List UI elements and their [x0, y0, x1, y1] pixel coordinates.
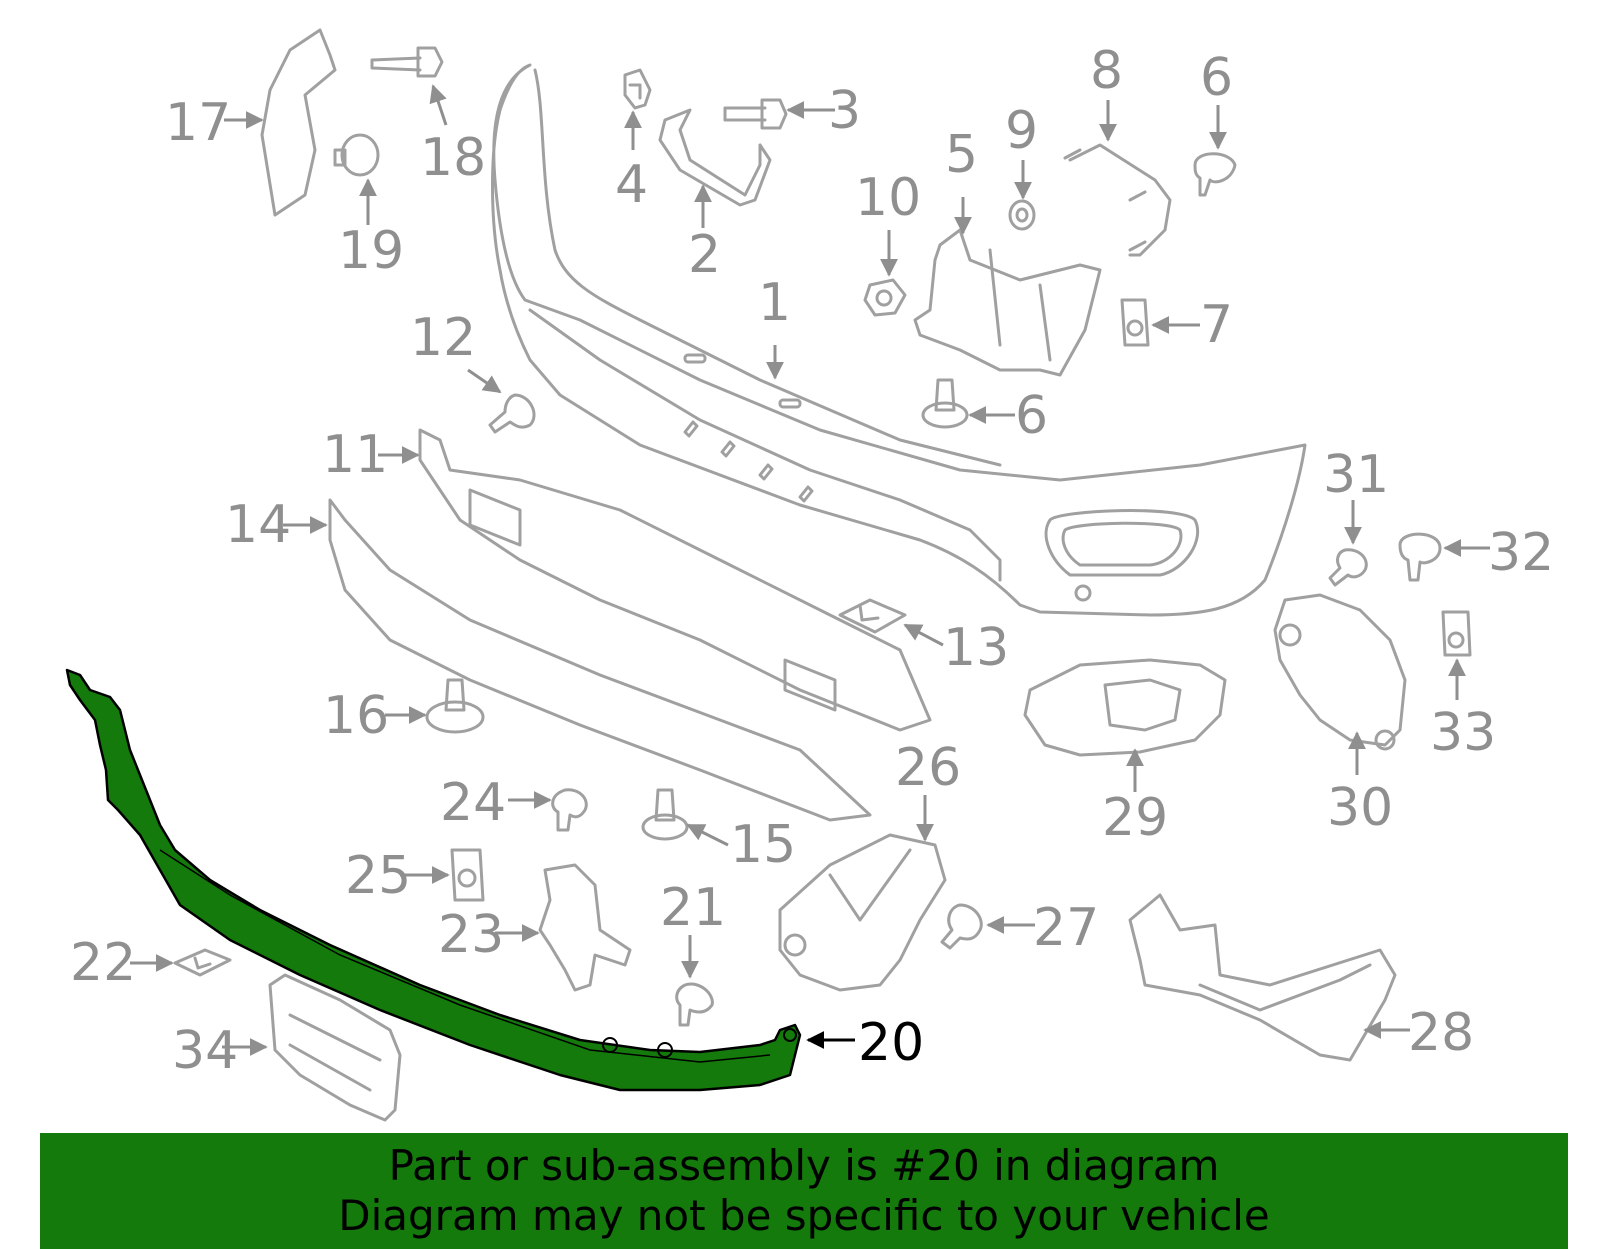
- part-22-clip: [173, 948, 232, 977]
- callout-28: 28: [1408, 1003, 1474, 1063]
- part-1-bumper-cover: [491, 63, 1307, 617]
- callout-23: 23: [438, 905, 504, 965]
- callout-26: 26: [895, 738, 961, 798]
- callout-24: 24: [440, 773, 506, 833]
- callout-13: 13: [943, 618, 1009, 678]
- callout-25: 25: [345, 846, 411, 906]
- callout-4: 4: [615, 155, 648, 215]
- info-banner: Part or sub-assembly is #20 in diagram D…: [40, 1133, 1568, 1249]
- part-17-bracket: [260, 28, 337, 217]
- part-28-bracket: [1128, 893, 1397, 1062]
- part-5-bracket: [913, 228, 1102, 377]
- part-33-nut: [1441, 610, 1472, 657]
- callout-22: 22: [70, 933, 136, 993]
- callout-6-lower: 6: [1015, 386, 1048, 446]
- callout-7: 7: [1200, 295, 1233, 355]
- part-24-screw: [551, 788, 588, 832]
- callout-3: 3: [828, 81, 861, 141]
- callout-arrows: [130, 84, 1490, 1056]
- callout-20: 20: [858, 1013, 924, 1073]
- part-13-clip-nut: [838, 598, 907, 634]
- callout-16: 16: [323, 686, 389, 746]
- callout-10: 10: [855, 168, 921, 228]
- callout-34: 34: [172, 1021, 238, 1081]
- part-21-push-pin: [675, 982, 714, 1027]
- part-18-bolt: [370, 46, 444, 78]
- banner-line-disclaimer: Diagram may not be specific to your vehi…: [338, 1191, 1270, 1240]
- callout-31: 31: [1323, 445, 1389, 505]
- part-27-screw: [940, 903, 983, 950]
- part-6-push-pin-lower: [921, 378, 969, 429]
- part-3-bolt: [723, 98, 788, 130]
- part-9-washer: [1008, 199, 1036, 231]
- callout-15: 15: [730, 815, 796, 875]
- callout-9: 9: [1005, 101, 1038, 161]
- part-12-screw: [488, 393, 536, 434]
- part-29-fog-lamp-bezel: [1023, 658, 1227, 757]
- part-16-push-pin: [425, 678, 485, 734]
- part-11-grille: [418, 428, 932, 732]
- part-7-nut: [1120, 298, 1150, 347]
- callout-1: 1: [758, 273, 791, 333]
- part-4-clip: [623, 68, 652, 110]
- callout-33: 33: [1430, 703, 1496, 763]
- callout-29: 29: [1102, 788, 1168, 848]
- part-34-license-bracket: [268, 973, 402, 1122]
- part-15-push-pin: [641, 788, 689, 841]
- callout-17: 17: [165, 93, 231, 153]
- callout-18: 18: [420, 128, 486, 188]
- part-26-bracket: [778, 833, 947, 992]
- callout-27: 27: [1033, 898, 1099, 958]
- part-20-lower-valance: [65, 668, 802, 1092]
- part-31-screw: [1328, 548, 1368, 587]
- callout-14: 14: [225, 495, 291, 555]
- callout-2: 2: [688, 225, 721, 285]
- part-30-fog-lamp: [1273, 593, 1407, 751]
- part-2-bracket: [658, 108, 772, 207]
- part-6-push-pin-upper: [1193, 152, 1237, 197]
- part-14-energy-absorber: [328, 498, 872, 822]
- callout-30: 30: [1327, 778, 1393, 838]
- callout-21: 21: [660, 878, 726, 938]
- callout-32: 32: [1488, 523, 1554, 583]
- callout-5: 5: [945, 125, 978, 185]
- callout-8: 8: [1090, 41, 1123, 101]
- part-32-push-pin: [1398, 532, 1442, 582]
- banner-line-part: Part or sub-assembly is #20 in diagram: [388, 1141, 1220, 1190]
- callout-12: 12: [410, 308, 476, 368]
- callout-11: 11: [322, 425, 388, 485]
- part-8-bracket: [1063, 143, 1172, 257]
- part-10-nut: [863, 278, 907, 317]
- callout-19: 19: [338, 221, 404, 281]
- part-25-nut: [450, 848, 485, 902]
- callout-6-upper: 6: [1200, 48, 1233, 108]
- part-23-bracket: [538, 863, 632, 992]
- part-19-push-pin: [333, 133, 380, 177]
- callout-labels: 1 2 3 4 5 6 6 7 8 9 10 11 12 13 14 15 16…: [70, 41, 1554, 1081]
